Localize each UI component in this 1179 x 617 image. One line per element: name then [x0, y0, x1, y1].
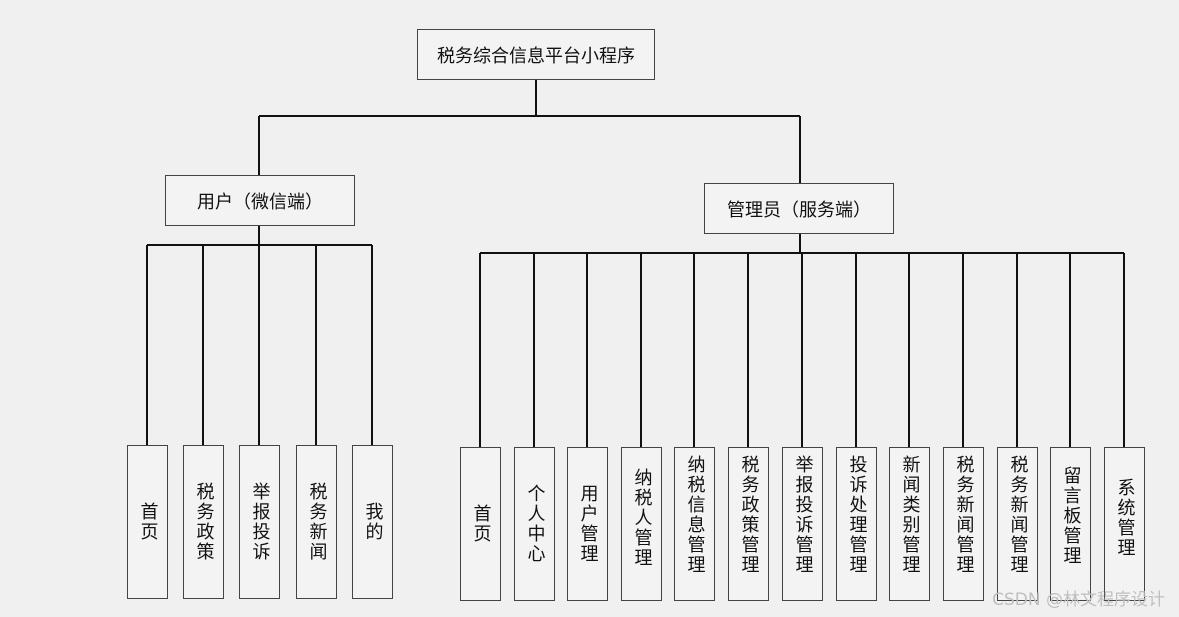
leaf-label: 系统管理 — [1114, 478, 1136, 558]
leaf-node: 税务新闻管理 — [997, 447, 1038, 601]
leaf-node: 留言板管理 — [1050, 447, 1091, 601]
leaf-label: 我的 — [362, 502, 384, 542]
leaf-node: 投诉处理管理 — [836, 447, 877, 601]
leaf-node: 系统管理 — [1104, 447, 1145, 601]
leaf-label: 个人中心 — [524, 484, 546, 564]
branch-label-user: 用户（微信端） — [197, 191, 323, 213]
leaf-node: 税务新闻 — [296, 445, 337, 599]
leaf-node: 新闻类别管理 — [889, 447, 930, 601]
leaf-node: 税务政策 — [183, 445, 224, 599]
branch-node-user: 用户（微信端） — [165, 175, 355, 226]
leaf-label: 税务政策管理 — [738, 455, 760, 575]
watermark: CSDN @林文程序设计 — [992, 590, 1165, 610]
leaf-label: 税务政策 — [193, 482, 215, 562]
leaf-label: 投诉处理管理 — [846, 455, 868, 575]
leaf-node: 首页 — [127, 445, 168, 599]
leaf-node: 税务政策管理 — [728, 447, 769, 601]
leaf-label: 首页 — [137, 502, 159, 542]
leaf-label: 举报投诉 — [249, 482, 271, 562]
leaf-node: 纳税信息管理 — [674, 447, 715, 601]
leaf-label: 用户管理 — [577, 484, 599, 564]
leaf-node: 举报投诉管理 — [782, 447, 823, 601]
leaf-node: 举报投诉 — [239, 445, 280, 599]
leaf-node: 税务新闻管理 — [943, 447, 984, 601]
leaf-label: 税务新闻管理 — [1007, 455, 1029, 575]
root-node: 税务综合信息平台小程序 — [417, 29, 655, 80]
leaf-label: 税务新闻 — [306, 482, 328, 562]
leaf-node: 首页 — [460, 447, 501, 601]
leaf-label: 新闻类别管理 — [899, 455, 921, 575]
leaf-label: 首页 — [470, 504, 492, 544]
branch-node-admin: 管理员（服务端） — [704, 183, 894, 234]
leaf-label: 纳税人管理 — [631, 468, 653, 568]
root-label: 税务综合信息平台小程序 — [437, 45, 635, 67]
leaf-node: 个人中心 — [514, 447, 555, 601]
branch-label-admin: 管理员（服务端） — [727, 199, 871, 221]
leaf-label: 举报投诉管理 — [792, 455, 814, 575]
leaf-label: 税务新闻管理 — [953, 455, 975, 575]
leaf-node: 我的 — [352, 445, 393, 599]
leaf-label: 留言板管理 — [1060, 466, 1082, 566]
leaf-node: 纳税人管理 — [621, 447, 662, 601]
leaf-label: 纳税信息管理 — [684, 455, 706, 575]
leaf-node: 用户管理 — [567, 447, 608, 601]
